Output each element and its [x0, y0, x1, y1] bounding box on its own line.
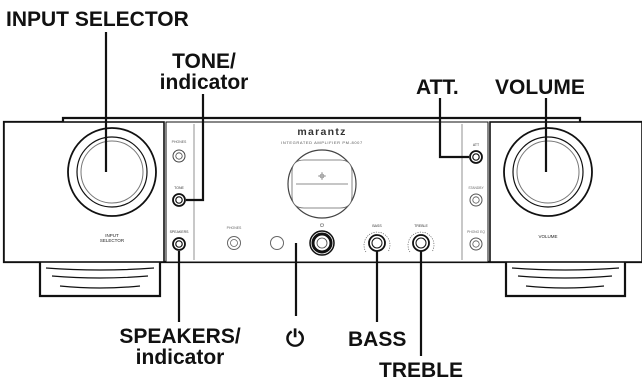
callout-power-symbol: ⏻: [286, 325, 305, 351]
callout-volume: VOLUME: [495, 76, 585, 99]
callout-speakers: SPEAKERS/ indicator: [106, 326, 254, 368]
callout-treble: TREBLE: [379, 359, 463, 382]
panel-label-input-selector: INPUT: [105, 233, 119, 238]
phono-button[interactable]: [469, 237, 483, 251]
volume-knob[interactable]: [503, 127, 593, 217]
right-foot: [505, 262, 626, 297]
callout-bass: BASS: [348, 328, 407, 351]
svg-text:ATT: ATT: [473, 143, 480, 147]
svg-text:⏻: ⏻: [320, 223, 324, 229]
treble-knob[interactable]: [407, 231, 435, 253]
speakers-button[interactable]: [172, 237, 186, 251]
standby-button[interactable]: [469, 193, 483, 207]
left-foot: [39, 262, 161, 297]
svg-text:PHONES: PHONES: [172, 140, 187, 144]
att-button[interactable]: [469, 150, 483, 164]
phones-jack[interactable]: [227, 236, 241, 250]
callout-speakers-line2: indicator: [135, 346, 225, 369]
svg-text:PHONO EQ: PHONO EQ: [467, 230, 485, 234]
brand-logo: marantz: [297, 126, 346, 138]
callout-tone: TONE/ indicator: [148, 51, 260, 93]
svg-text:TONE: TONE: [174, 186, 184, 190]
svg-text:TREBLE: TREBLE: [414, 224, 428, 228]
phones-button[interactable]: [172, 149, 186, 163]
svg-text:SELECTOR: SELECTOR: [100, 238, 125, 243]
display-porthole: [287, 149, 357, 219]
callout-tone-line1: TONE/: [172, 50, 236, 73]
svg-text:PHONES: PHONES: [227, 226, 242, 230]
source-direct-button[interactable]: [270, 236, 284, 250]
svg-text:SPEAKERS: SPEAKERS: [170, 230, 190, 234]
svg-text:STANDBY: STANDBY: [468, 186, 484, 190]
callout-att: ATT.: [416, 76, 459, 99]
leader-att: [438, 98, 469, 159]
callout-input-selector: INPUT SELECTOR: [6, 8, 189, 31]
svg-text:BASS: BASS: [372, 224, 382, 228]
panel-label-volume: VOLUME: [538, 234, 557, 239]
power-button[interactable]: [309, 230, 335, 256]
input-selector-knob[interactable]: [67, 127, 157, 217]
callout-tone-line2: indicator: [159, 71, 249, 94]
leader-lines: [104, 32, 548, 356]
tone-button[interactable]: [172, 193, 186, 207]
leader-tone: [186, 94, 205, 202]
model-text: INTEGRATED AMPLIFIER PM-8007: [281, 140, 363, 145]
callout-speakers-line1: SPEAKERS/: [119, 325, 241, 348]
